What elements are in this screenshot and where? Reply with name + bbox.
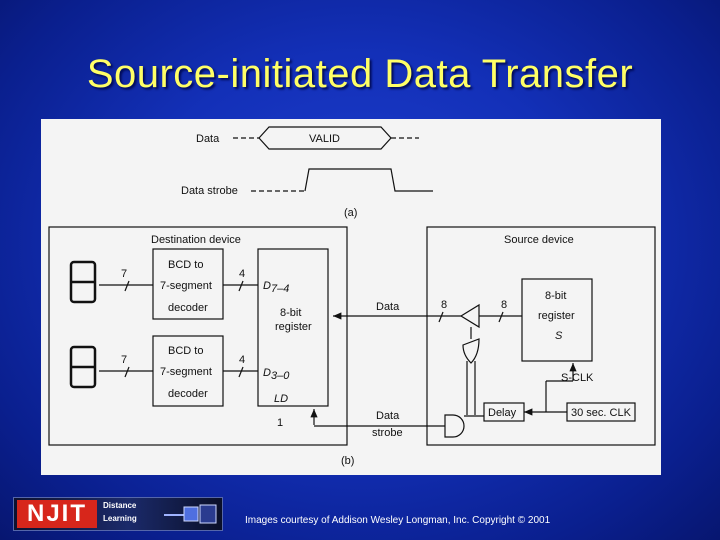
decoder-box-upper [152,248,224,320]
ld-label: LD [274,393,288,405]
data-timing-waveform [233,126,419,150]
decoder2-line3: decoder [168,388,208,400]
source-register-line1: 8-bit [545,290,566,302]
logo-line1: Distance [103,501,137,510]
source-register-box [521,278,593,362]
decoder2-line2: 7-segment [160,366,212,378]
delay-label: Delay [488,407,517,419]
seven-segment-display-lower [69,345,97,389]
bus-width-4-upper: 4 [239,268,245,280]
destination-register-box [257,248,329,407]
njit-logo: NJIT Distance Learning [13,497,223,531]
logo-line2: Learning [103,514,137,523]
njit-wordmark: NJIT [17,500,97,528]
ld-one-label: 1 [277,417,283,429]
decoder2-line1: BCD to [168,345,203,357]
d-high-sub: 7–4 [271,283,289,295]
clock-label: 30 sec. CLK [571,407,632,419]
or-gate [462,338,480,364]
decoder1-line2: 7-segment [160,280,212,292]
link-data-label: Data [376,301,400,313]
bus-width-7-upper: 7 [121,268,127,280]
strobe-timing-waveform [251,168,433,192]
slide-title: Source-initiated Data Transfer [86,52,634,96]
link-strobe-line2: strobe [372,427,403,439]
sclk-label: S-CLK [561,372,594,384]
d-low-sub: 3–0 [271,370,290,382]
d-low-label: D [263,367,271,379]
caption-b: (b) [341,455,354,467]
bus-width-8-right: 8 [501,299,507,311]
source-register-line2: register [538,310,575,322]
logo-graphic-icon [164,504,217,524]
and-gate [444,414,465,438]
diagram-figure: Data VALID Data strobe (a) Destination d… [41,119,661,475]
image-credit: Images courtesy of Addison Wesley Longma… [245,515,551,526]
interface-diagram: Data VALID Data strobe (a) Destination d… [48,126,656,467]
decoder1-line3: decoder [168,302,208,314]
bus-width-8-left: 8 [441,299,447,311]
source-title: Source device [504,234,574,246]
timing-valid-label: VALID [309,133,340,145]
bus-width-4-lower: 4 [239,354,245,366]
destination-title: Destination device [151,234,241,246]
decoder1-line1: BCD to [168,259,203,271]
bus-width-7-lower: 7 [121,354,127,366]
seven-segment-display-upper [69,260,97,304]
timing-data-label: Data [196,133,220,145]
destination-device-box [48,226,348,446]
caption-a: (a) [344,207,357,219]
source-register-line3: S [555,330,563,342]
source-device-box [426,226,656,446]
dest-register-line2: register [275,321,312,333]
d-high-label: D [263,280,271,292]
tristate-buffer [459,303,480,329]
link-strobe-line1: Data [376,410,400,422]
timing-strobe-label: Data strobe [181,185,238,197]
dest-register-line1: 8-bit [280,307,301,319]
